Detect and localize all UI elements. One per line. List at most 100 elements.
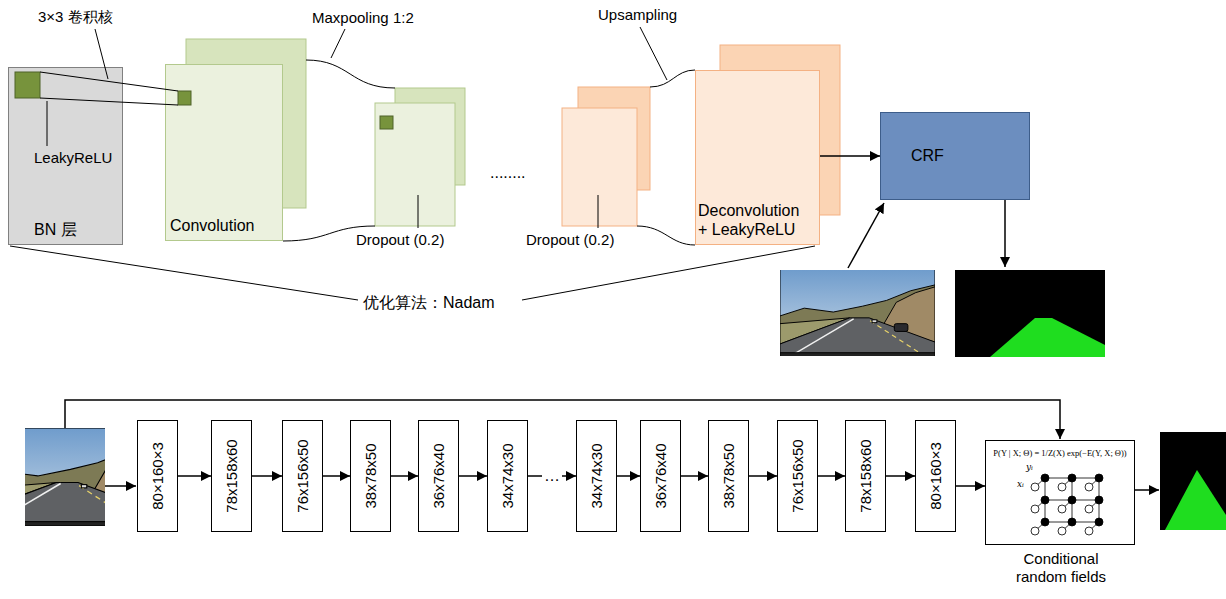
tensor-shape-box: 78x158x60: [845, 420, 886, 532]
kernel-square: [380, 116, 393, 129]
arrow-connector: [323, 475, 350, 477]
arrow-connector: [818, 475, 845, 477]
feature-map-front: [375, 103, 455, 226]
leader-line: [598, 195, 599, 228]
arrow-connector: [391, 475, 418, 477]
graph-node: [1031, 505, 1039, 513]
upsampling-label: Upsampling: [598, 6, 677, 24]
upsampling-curve: [650, 70, 695, 87]
road-photo: [780, 269, 935, 356]
graph-node: [1068, 496, 1076, 504]
tensor-shape-box: 36x76x40: [640, 420, 681, 532]
tensor-shape-box: 78x158x60: [211, 420, 252, 532]
activation-label: LeakyReLU: [34, 149, 112, 167]
optimizer-label: 优化算法：Nadam: [363, 293, 495, 312]
arrow-connector: [459, 475, 487, 477]
kernel-square: [15, 72, 40, 98]
tensor-shape-box: 34x74x30: [487, 420, 528, 532]
arrow: [105, 485, 136, 487]
convolution-layer-box: Convolution: [165, 64, 283, 241]
node-title: BN 层: [34, 220, 77, 239]
shape-text: 76x156x50: [789, 439, 807, 512]
crf-box: CRF: [880, 112, 1030, 200]
optimizer-line: [10, 246, 358, 300]
arrow-connector: [886, 475, 915, 477]
graph-node: [1095, 474, 1103, 482]
arrow-connector: [749, 475, 777, 477]
tensor-shape-box: 80×160×3: [915, 420, 956, 532]
graph-node: [1058, 483, 1066, 491]
caption-text: Conditional random fields: [1006, 550, 1116, 586]
shape-text: 36x76x40: [430, 443, 448, 508]
graph-node: [1095, 496, 1103, 504]
arrow: [848, 203, 884, 268]
graph-node: [1068, 518, 1076, 526]
dropout-label: Dropout (0.2): [356, 231, 444, 249]
arrow-connector: [820, 155, 880, 157]
upsampling-curve: [637, 226, 695, 245]
shape-text: 34x74x30: [588, 443, 606, 508]
shape-text: 78x158x60: [223, 439, 241, 512]
arrow: [1135, 489, 1159, 491]
arrow-connector: [617, 475, 640, 477]
feature-map-front: [562, 108, 637, 226]
shape-text: 36x76x40: [652, 443, 670, 508]
graph-node: [1031, 527, 1039, 535]
overlay: [0, 27, 1226, 535]
projection-line: [40, 98, 178, 105]
pooling-curve: [306, 60, 395, 88]
graph-node: [1041, 518, 1049, 526]
graph-edges: [1045, 478, 1099, 522]
graph-node: [1041, 496, 1049, 504]
ellipsis-label: ........: [490, 163, 526, 182]
tensor-shape-box: 38x78x50: [350, 420, 391, 532]
tensor-shape-box: 76x156x50: [282, 420, 323, 532]
shape-text: 34x74x30: [499, 443, 517, 508]
tensor-shape-box: 36x76x40: [418, 420, 459, 532]
graph-node: [1041, 474, 1049, 482]
road-photo: [0, 428, 152, 526]
layer-fill: [9, 68, 123, 245]
mask-image: [955, 270, 1105, 357]
variable-label: xᵢ: [1017, 479, 1024, 490]
pooling-label: Maxpooling 1:2: [312, 9, 414, 27]
crf-graph: [1031, 474, 1103, 535]
arrow-connector: [178, 475, 211, 477]
shape-text: 38x78x50: [362, 443, 380, 508]
lane-mask: [990, 318, 1105, 357]
shape-text: 80×160×3: [149, 442, 167, 510]
leader-line: [640, 27, 667, 80]
shape-text: 78x158x60: [857, 439, 875, 512]
tensor-shape-box: 80×160×3: [137, 420, 178, 532]
graph-node: [1085, 505, 1093, 513]
projection-line: [40, 72, 178, 91]
arrow: [1004, 200, 1006, 267]
node-title: Convolution: [170, 216, 255, 235]
lane-mask: [1165, 470, 1226, 530]
dropout-label: Dropout (0.2): [526, 231, 614, 249]
graph-node: [1095, 518, 1103, 526]
node-title: CRF: [911, 146, 944, 165]
node-title: Deconvolution + LeakyReLU: [698, 201, 804, 239]
tensor-shape-box: 76x156x50: [777, 420, 818, 532]
crf-model-box: P(Y | X; Θ) = 1/Z(X) exp(−E(Y, X; Θ))Con…: [985, 440, 1135, 545]
shape-text: 38x78x50: [720, 443, 738, 508]
leader-line: [95, 29, 108, 79]
layer-fill: [166, 65, 283, 241]
formula-text: P(Y | X; Θ) = 1/Z(X) exp(−E(Y, X; Θ)): [993, 448, 1126, 458]
leader-line: [47, 101, 48, 146]
arrow-connector: [956, 485, 985, 487]
mask-image: [1160, 432, 1226, 530]
kernel-label: 3×3 卷积核: [38, 8, 113, 26]
tensor-shape-box: 38x78x50: [708, 420, 749, 532]
shape-text: 80×160×3: [927, 442, 945, 510]
shape-text: 76x156x50: [294, 439, 312, 512]
tensor-shape-box: 34x74x30: [576, 420, 617, 532]
graph-node: [1058, 505, 1066, 513]
graph-node: [1085, 483, 1093, 491]
variable-label: yᵢ: [1026, 462, 1033, 473]
graph-node: [1068, 474, 1076, 482]
